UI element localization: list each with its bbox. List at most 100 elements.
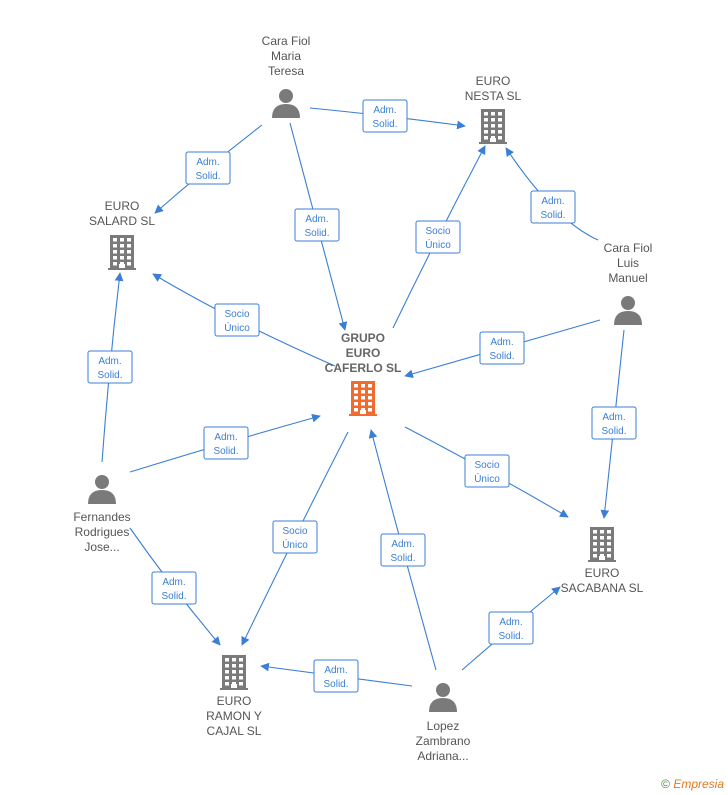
building-icon bbox=[349, 381, 377, 416]
edge-label-box[interactable] bbox=[530, 190, 576, 224]
edge-label-text: Socio bbox=[474, 460, 499, 471]
edge-label-box[interactable] bbox=[214, 303, 260, 337]
edge-label-text: Solid. bbox=[213, 446, 238, 457]
edge-label-text: Solid. bbox=[304, 228, 329, 239]
edge-label-text: Único bbox=[282, 538, 308, 551]
node-label: EURO bbox=[217, 694, 252, 708]
edge-label-text: Socio bbox=[224, 309, 249, 320]
edge-label-box[interactable] bbox=[415, 220, 461, 254]
person-icon bbox=[614, 296, 642, 325]
edge-label-text: Socio bbox=[282, 526, 307, 537]
node-label: Zambrano bbox=[416, 734, 471, 748]
edge-label-text: Adm. bbox=[196, 157, 219, 168]
edge-label-text: Adm. bbox=[373, 105, 396, 116]
edge-label-text: Solid. bbox=[498, 631, 523, 642]
edge-label-text: Adm. bbox=[541, 196, 564, 207]
edge-fernandes-to-ramon: Adm. Solid. bbox=[129, 527, 221, 646]
node-label: Manuel bbox=[608, 271, 647, 285]
edge-maria-to-salard: Adm. Solid. bbox=[154, 124, 263, 214]
building-icon bbox=[479, 109, 507, 144]
edge-label-box[interactable] bbox=[87, 350, 133, 384]
edge-label-text: Socio bbox=[425, 226, 450, 237]
edge-label-text: Solid. bbox=[540, 210, 565, 221]
edge-label-text: Solid. bbox=[195, 171, 220, 182]
person-icon bbox=[88, 475, 116, 504]
edge-label-text: Adm. bbox=[305, 214, 328, 225]
edge-label-box[interactable] bbox=[313, 659, 359, 693]
edge-luis-to-nesta: Adm. Solid. bbox=[505, 147, 599, 241]
edge-fernandes-to-grupo: Adm. Solid. bbox=[129, 413, 321, 473]
edge-luis-to-grupo: Adm.Solid. bbox=[404, 319, 601, 379]
edge-label-text: Único bbox=[474, 472, 500, 485]
edge-label-box[interactable] bbox=[362, 99, 408, 133]
edge-label-box[interactable] bbox=[479, 331, 525, 365]
edge-label-text: Único bbox=[425, 238, 451, 251]
node-label: CAJAL SL bbox=[207, 724, 262, 738]
edge-label-text: Adm. bbox=[490, 337, 513, 348]
node-label: Jose... bbox=[84, 540, 119, 554]
edge-maria-to-grupo: Adm. Solid. bbox=[289, 122, 348, 331]
copyright-symbol: © bbox=[661, 777, 670, 791]
edge-lopez-to-grupo: Adm. Solid. bbox=[368, 429, 437, 671]
edge-label-box[interactable] bbox=[591, 406, 637, 440]
edge-label-box[interactable] bbox=[185, 151, 231, 185]
node-lopez[interactable]: LopezZambranoAdriana... bbox=[416, 683, 471, 763]
node-label: Teresa bbox=[268, 64, 304, 78]
node-label: SACABANA SL bbox=[561, 581, 644, 595]
node-label: EURO bbox=[105, 199, 140, 213]
edge-label-text: Adm. bbox=[162, 577, 185, 588]
edge-label-text: Adm. bbox=[499, 617, 522, 628]
footer-brand: © Empresia bbox=[661, 777, 724, 791]
edge-label-text: Adm. bbox=[214, 432, 237, 443]
node-fernandes[interactable]: FernandesRodriguesJose... bbox=[73, 475, 131, 554]
node-label: EURO bbox=[585, 566, 620, 580]
edge-label-text: Adm. bbox=[391, 539, 414, 550]
edge-label-box[interactable] bbox=[203, 426, 249, 460]
edge-maria-to-nesta: Adm. Solid. bbox=[309, 99, 466, 133]
edge-label-text: Solid. bbox=[390, 553, 415, 564]
edge-label-box[interactable] bbox=[151, 571, 197, 605]
node-label: Adriana... bbox=[417, 749, 468, 763]
node-label: SALARD SL bbox=[89, 214, 155, 228]
edge-label-box[interactable] bbox=[488, 611, 534, 645]
node-label: Fernandes bbox=[73, 510, 130, 524]
building-icon bbox=[108, 235, 136, 270]
person-icon bbox=[429, 683, 457, 712]
node-label: Luis bbox=[617, 256, 639, 270]
edge-fernandes-to-salard: Adm. Solid. bbox=[87, 272, 133, 463]
edge-lopez-to-ramon: Adm.Solid. bbox=[260, 659, 413, 693]
building-icon bbox=[588, 527, 616, 562]
node-label: Maria bbox=[271, 49, 301, 63]
edge-label-text: Solid. bbox=[323, 679, 348, 690]
edge-label-box[interactable] bbox=[294, 208, 340, 242]
edge-label-text: Solid. bbox=[97, 370, 122, 381]
edge-label-box[interactable] bbox=[272, 520, 318, 554]
edge-label-text: Solid. bbox=[372, 119, 397, 130]
edge-label-text: Adm. bbox=[98, 356, 121, 367]
brand-name[interactable]: Empresia bbox=[673, 777, 724, 791]
edge-luis-to-sacabana: Adm.Solid. bbox=[591, 329, 637, 519]
node-label: Rodrigues bbox=[75, 525, 130, 539]
node-label: Cara Fiol bbox=[604, 241, 653, 255]
node-label: GRUPO bbox=[341, 331, 385, 345]
node-label: CAFERLO SL bbox=[325, 361, 402, 375]
edge-label-box[interactable] bbox=[380, 533, 426, 567]
edge-label-box[interactable] bbox=[464, 454, 510, 488]
edge-label-text: Solid. bbox=[601, 426, 626, 437]
node-label: NESTA SL bbox=[465, 89, 522, 103]
edge-label-text: Único bbox=[224, 321, 250, 334]
node-label: EURO bbox=[476, 74, 511, 88]
node-label: RAMON Y bbox=[206, 709, 262, 723]
edge-label-text: Solid. bbox=[161, 591, 186, 602]
